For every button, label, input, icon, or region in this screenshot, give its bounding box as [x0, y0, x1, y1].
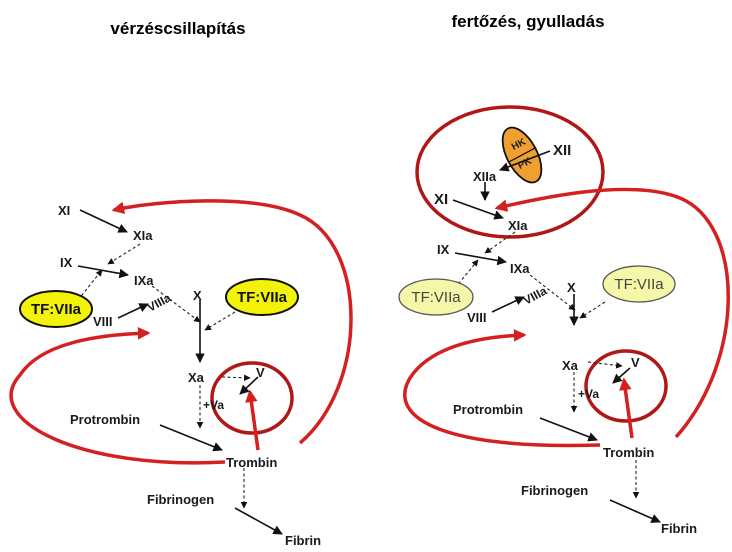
- arrow-ix-to-ixa: [454, 252, 507, 266]
- tf-viia-right-badge: [225, 278, 299, 316]
- arrow-fibrinogen-to-fibrin: [609, 499, 661, 523]
- left-panel: vérzéscsillapítás XI XIa IX IXa TF:VIIa: [9, 19, 353, 548]
- contact-activation-loop: [415, 105, 605, 239]
- tf-viia-right-badge: [602, 265, 676, 303]
- arrow-xa-to-v: [587, 361, 623, 369]
- arrow-tf-to-x: [579, 301, 606, 319]
- label-ix: IX: [437, 242, 450, 257]
- label-va: +Va: [578, 387, 599, 401]
- label-protrombin: Protrombin: [70, 412, 140, 427]
- label-xia: XIa: [133, 228, 153, 243]
- label-ixa: IXa: [510, 261, 530, 276]
- hk-pk-divider: [508, 147, 536, 163]
- arrow-ixa-to-x: [151, 285, 201, 323]
- prothrombinase-loop: [584, 349, 668, 423]
- label-trombin: Trombin: [603, 445, 654, 460]
- label-ixa: IXa: [134, 273, 154, 288]
- arrow-viii-to-viiia: [117, 303, 149, 319]
- arrow-xi-to-xia: [79, 209, 128, 233]
- label-va: +Va: [203, 398, 224, 412]
- label-xa: Xa: [562, 358, 579, 373]
- prothrombinase-loop: [210, 361, 294, 435]
- arrow-xia-to-ix: [484, 231, 516, 254]
- feedback-arrow-trombin-to-viiia: [9, 327, 226, 465]
- label-xi: XI: [434, 191, 448, 208]
- label-x: X: [193, 288, 202, 303]
- arrow-viii-to-viiia: [491, 296, 525, 313]
- feedback-arrow-trombin-to-v: [619, 377, 634, 439]
- tf-viia-left-badge: [19, 290, 93, 328]
- label-trombin: Trombin: [226, 455, 277, 470]
- label-fibrinogen: Fibrinogen: [147, 492, 214, 507]
- label-tf-viia-left: TF:VIIa: [31, 301, 82, 318]
- arrow-protrombin-to-trombin: [159, 424, 223, 452]
- arrow-tf-to-ix: [77, 269, 103, 301]
- label-fibrin: Fibrin: [285, 533, 321, 548]
- feedback-arrow-trombin-to-v: [245, 389, 260, 451]
- label-x: X: [567, 280, 576, 295]
- tf-viia-left-badge: [398, 278, 474, 316]
- label-xia: XIa: [508, 218, 528, 233]
- label-viii: VIII: [467, 310, 487, 325]
- label-viiia: VIIIa: [145, 291, 174, 315]
- label-ix: IX: [60, 255, 73, 270]
- label-v: V: [631, 355, 640, 370]
- label-xii: XII: [553, 142, 571, 159]
- label-viii: VIII: [93, 314, 113, 329]
- arrow-fibrinogen-to-fibrin: [234, 507, 283, 535]
- label-tf-viia-right: TF:VIIa: [237, 289, 288, 306]
- label-xiia: XIIa: [473, 169, 497, 184]
- right-panel-title: fertőzés, gyulladás: [451, 12, 604, 31]
- arrow-xi-to-xia: [452, 199, 504, 220]
- arrow-ixa-to-x: [529, 274, 576, 311]
- label-xa: Xa: [188, 370, 205, 385]
- arrow-tf-to-x: [204, 311, 236, 331]
- feedback-arrow-trombin-to-xi: [111, 199, 353, 445]
- arrow-protrombin-to-trombin: [539, 417, 598, 442]
- arrow-ix-to-ixa: [77, 265, 129, 279]
- label-fibrinogen: Fibrinogen: [521, 483, 588, 498]
- feedback-arrow-trombin-to-xi: [494, 187, 730, 439]
- label-fibrin: Fibrin: [661, 521, 697, 536]
- arrow-xa-to-v: [221, 374, 251, 382]
- right-panel: fertőzés, gyulladás HK PK: [398, 12, 730, 536]
- feedback-arrow-trombin-to-viiia: [403, 329, 601, 448]
- arrow-xii-to-xiia: [499, 150, 551, 172]
- label-tf-viia-right: TF:VIIa: [614, 276, 664, 293]
- label-tf-viia-left: TF:VIIa: [411, 289, 461, 306]
- label-protrombin: Protrombin: [453, 402, 523, 417]
- arrow-v-to-va: [612, 367, 631, 384]
- hk-pk-complex: [501, 126, 543, 184]
- label-v: V: [256, 365, 265, 380]
- label-xi: XI: [58, 203, 70, 218]
- arrow-v-to-va: [239, 376, 259, 395]
- arrow-xia-to-ix: [107, 243, 141, 265]
- left-panel-title: vérzéscsillapítás: [110, 19, 245, 38]
